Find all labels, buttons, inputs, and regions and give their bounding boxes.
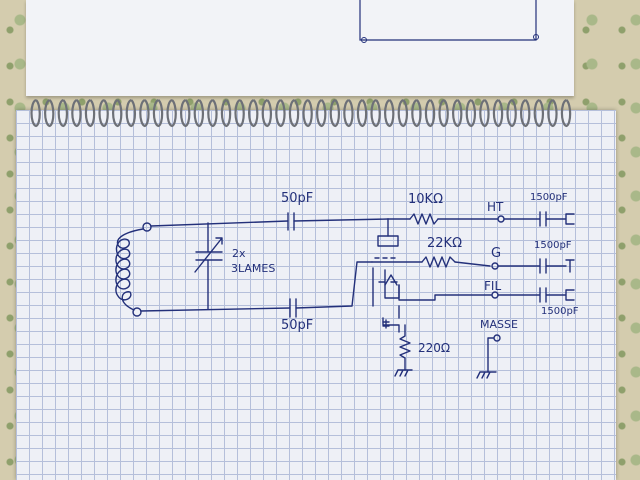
label-decoup-2: 1500pF bbox=[534, 240, 572, 251]
spiral-ring bbox=[261, 98, 273, 128]
previous-notebook-page bbox=[26, 0, 574, 96]
spiral-ring bbox=[125, 98, 137, 128]
spiral-ring bbox=[220, 98, 232, 128]
label-res-mid: 22KΩ bbox=[427, 236, 463, 251]
previous-page-sketch bbox=[359, 0, 539, 43]
spiral-ring bbox=[438, 98, 449, 128]
label-masse: MASSE bbox=[480, 318, 518, 331]
spiral-ring bbox=[356, 98, 368, 128]
spiral-ring bbox=[384, 98, 395, 128]
spiral-ring bbox=[193, 98, 205, 128]
spiral-ring bbox=[275, 98, 286, 128]
spiral-ring bbox=[166, 98, 177, 128]
spiral-ring bbox=[343, 98, 354, 128]
filament-wire bbox=[398, 284, 493, 301]
spiral-ring bbox=[98, 98, 109, 128]
spiral-ring bbox=[302, 98, 313, 128]
variable-capacitor bbox=[194, 222, 223, 310]
spiral-ring bbox=[465, 98, 477, 128]
inductor-coil bbox=[115, 222, 152, 317]
spiral-ring bbox=[397, 98, 409, 128]
cathode-ground bbox=[382, 319, 390, 329]
top-wire-left bbox=[150, 220, 289, 227]
spiral-ring bbox=[71, 98, 82, 128]
spiral-ring bbox=[139, 98, 150, 128]
label-ht: HT bbox=[487, 200, 504, 214]
capacitor-bottom-symbol bbox=[289, 298, 297, 318]
label-fil: FIL bbox=[484, 279, 502, 293]
top-wire-mid bbox=[293, 218, 389, 222]
g-wire bbox=[454, 261, 491, 267]
masse-terminal bbox=[493, 334, 501, 342]
ht-terminal bbox=[497, 215, 505, 223]
spiral-ring bbox=[370, 98, 381, 128]
spiral-ring bbox=[57, 98, 69, 128]
resistor-22k-symbol bbox=[421, 256, 456, 268]
tube-symbol bbox=[372, 235, 400, 307]
spiral-ring bbox=[506, 98, 517, 128]
spiral-ring bbox=[452, 98, 463, 128]
spiral-ring bbox=[112, 98, 123, 128]
spiral-ring bbox=[424, 98, 436, 128]
label-res-top: 10KΩ bbox=[408, 192, 444, 207]
spiral-ring bbox=[492, 98, 504, 128]
spiral-ring bbox=[560, 98, 572, 128]
label-decoup-3: 1500pF bbox=[541, 306, 579, 317]
spiral-ring bbox=[152, 98, 164, 128]
spiral-ring bbox=[533, 98, 545, 128]
spiral-ring bbox=[207, 98, 218, 128]
spiral-binding bbox=[30, 94, 575, 132]
bottom-wire-left bbox=[140, 307, 291, 312]
capacitor-top-symbol bbox=[287, 212, 295, 231]
decoupling-cap-g bbox=[497, 258, 575, 274]
spiral-ring bbox=[547, 98, 558, 128]
resistor-10k-symbol bbox=[409, 213, 439, 225]
cathode-resistor-ground bbox=[394, 369, 413, 377]
resistor-220-symbol bbox=[399, 324, 411, 371]
masse-ground bbox=[476, 337, 497, 379]
decoupling-cap-fil bbox=[497, 287, 575, 303]
spiral-ring bbox=[84, 98, 96, 128]
spiral-ring bbox=[329, 98, 341, 128]
decoupling-cap-ht bbox=[503, 211, 575, 227]
spiral-ring bbox=[316, 98, 327, 128]
g-terminal bbox=[491, 262, 499, 270]
spiral-ring bbox=[288, 98, 300, 128]
label-decoup-1: 1500pF bbox=[530, 192, 568, 203]
label-cap-bottom: 50pF bbox=[281, 318, 314, 333]
label-cap-top: 50pF bbox=[281, 191, 314, 206]
spiral-ring bbox=[248, 98, 259, 128]
spiral-ring bbox=[411, 98, 422, 128]
spiral-ring bbox=[180, 98, 191, 128]
label-var-cap-count: 2x bbox=[232, 247, 246, 260]
spiral-ring bbox=[30, 98, 41, 128]
label-res-cathode: 220Ω bbox=[418, 341, 451, 355]
spiral-ring bbox=[520, 98, 531, 128]
label-g: G bbox=[491, 246, 502, 261]
label-var-cap-desc: 3LAMES bbox=[231, 262, 276, 275]
bottom-wire-right bbox=[295, 261, 373, 309]
spiral-ring bbox=[234, 98, 245, 128]
spiral-ring bbox=[44, 98, 55, 128]
spiral-ring bbox=[479, 98, 490, 128]
